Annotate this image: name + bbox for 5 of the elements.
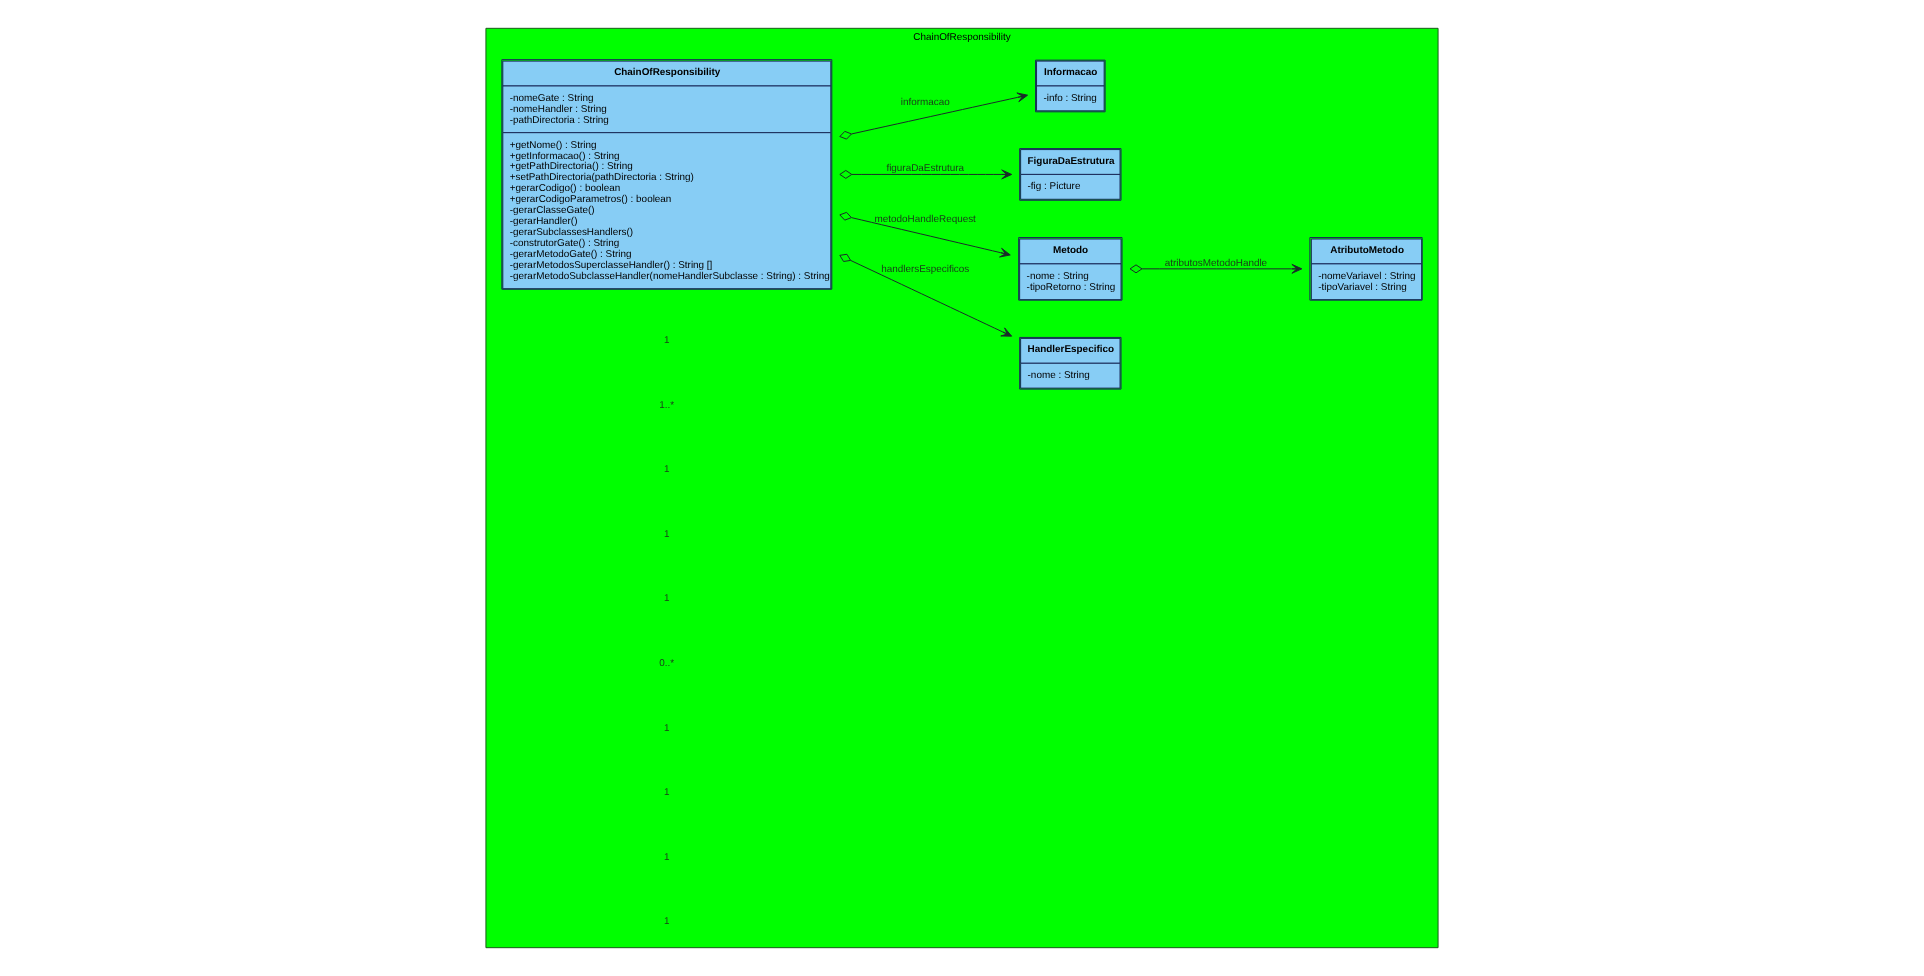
- arrow: [1129, 263, 1303, 274]
- arrow: [839, 253, 1013, 337]
- arrow: [839, 92, 1029, 140]
- arrow: [839, 211, 1011, 258]
- arrow: [839, 169, 1013, 180]
